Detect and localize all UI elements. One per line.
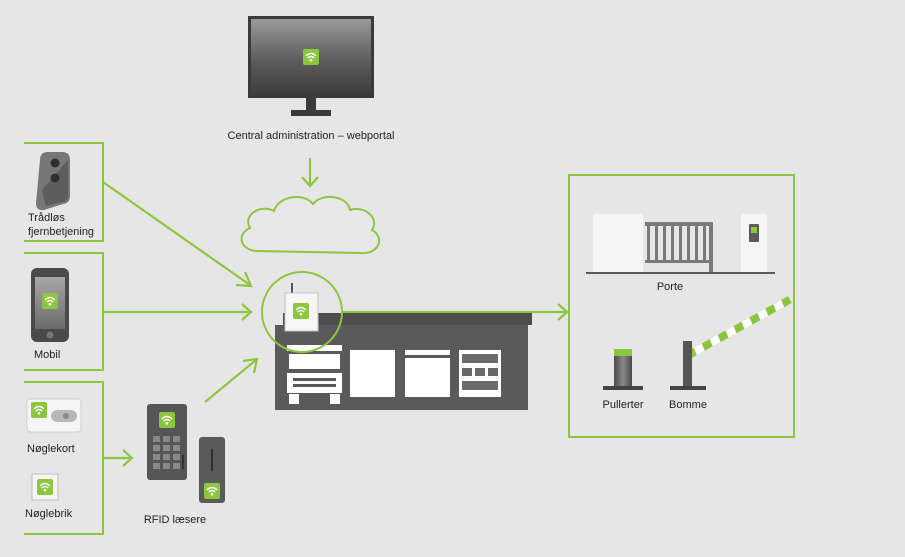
label-central-admin: Central administration – webportal [227,130,395,142]
label-keyfob: Nøglebrik [25,508,73,520]
remote-control-icon [36,152,70,211]
mobile-phone-icon [31,268,69,342]
hub-arrows [102,181,569,467]
wifi-badge-icon [41,292,59,310]
label-barriers: Bomme [669,399,707,411]
monitor-icon [248,16,374,116]
keyfob-icon [31,473,59,501]
bracket-remote [24,142,104,242]
access-controller-hub [261,271,343,353]
cloud-icon [240,195,381,255]
wifi-badge-icon [203,482,221,500]
rfid-slim-reader-icon [199,437,225,503]
barrier-boom-icon [670,295,793,390]
wifi-badge-icon [302,48,320,66]
keycard-icon [26,398,82,433]
wifi-badge-icon [36,478,54,496]
label-bollards: Pullerter [602,399,644,411]
truck-icon [287,345,342,404]
label-wireless-remote: Trådløs fjernbetjening [28,212,95,238]
window-panel [459,350,501,397]
label-rfid-readers: RFID læsere [143,514,207,526]
controlled-devices-panel [568,174,795,438]
building-icon [275,313,532,410]
bollard-icon [603,349,643,390]
gate-icon [586,214,775,274]
wifi-badge-icon [30,401,48,419]
label-mobile: Mobil [34,349,61,361]
wifi-badge-icon [158,411,176,429]
arrow-monitor-to-cloud [301,158,319,188]
wifi-badge-icon [292,302,310,320]
label-keycard: Nøglekort [27,443,75,455]
label-gates: Porte [656,281,684,293]
rfid-keypad-reader-icon [147,404,187,480]
